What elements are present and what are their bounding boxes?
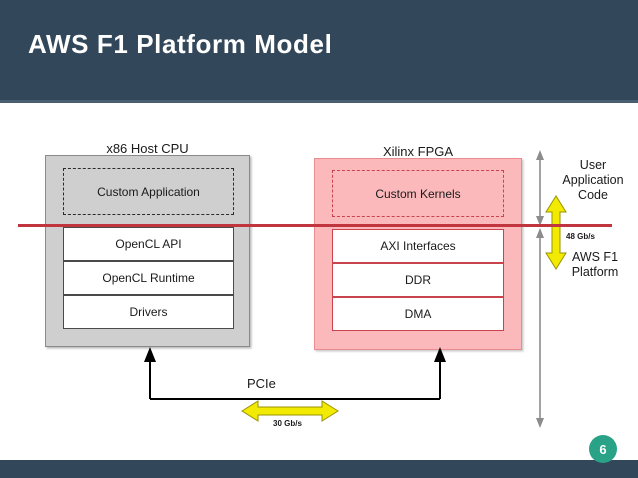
annotation-aws-line-1: AWS F1 xyxy=(571,250,619,264)
annotation-user-line-2: Application xyxy=(562,173,624,187)
box-opencl-api: OpenCL API xyxy=(63,227,234,261)
diagram-connectors xyxy=(144,150,567,428)
pcie-arrowhead-fpga xyxy=(434,347,446,362)
internal-rate-label: 48 Gb/s xyxy=(566,232,595,241)
page-number-badge: 6 xyxy=(589,435,617,463)
annotation-user-line-3: Code xyxy=(578,188,608,202)
slide-footer-bar xyxy=(0,460,638,478)
abstraction-split-line xyxy=(18,224,612,227)
bracket-upper xyxy=(536,150,544,226)
fpga-group-label: Xilinx FPGA xyxy=(382,144,454,159)
host-group-label: x86 Host CPU xyxy=(106,141,189,156)
slide-header-bar xyxy=(0,0,638,103)
box-drivers: Drivers xyxy=(63,295,234,329)
box-axi-interfaces: AXI Interfaces xyxy=(332,229,504,263)
annotation-user-line-1: User xyxy=(579,158,607,172)
pcie-arrowhead-host xyxy=(144,347,156,362)
pcie-bus-label: PCIe xyxy=(247,376,276,391)
header-divider xyxy=(0,100,638,103)
box-ddr: DDR xyxy=(332,263,504,297)
pcie-rate-label: 30 Gb/s xyxy=(273,419,302,428)
pcie-rate-arrow xyxy=(241,400,339,422)
annotation-aws-line-2: Platform xyxy=(571,265,619,279)
bracket-lower xyxy=(536,228,544,428)
internal-rate-arrow xyxy=(545,195,567,270)
page-title: AWS F1 Platform Model xyxy=(28,29,333,59)
annotation-user-application-code: User Application Code xyxy=(556,158,630,203)
box-opencl-runtime: OpenCL Runtime xyxy=(63,261,234,295)
box-custom-kernels: Custom Kernels xyxy=(332,170,504,217)
diagram-canvas: x86 Host CPU Xilinx FPGA Custom Applicat… xyxy=(0,103,638,460)
box-custom-application: Custom Application xyxy=(63,168,234,215)
annotation-aws-f1-platform: AWS F1 Platform xyxy=(560,250,630,280)
box-dma: DMA xyxy=(332,297,504,331)
